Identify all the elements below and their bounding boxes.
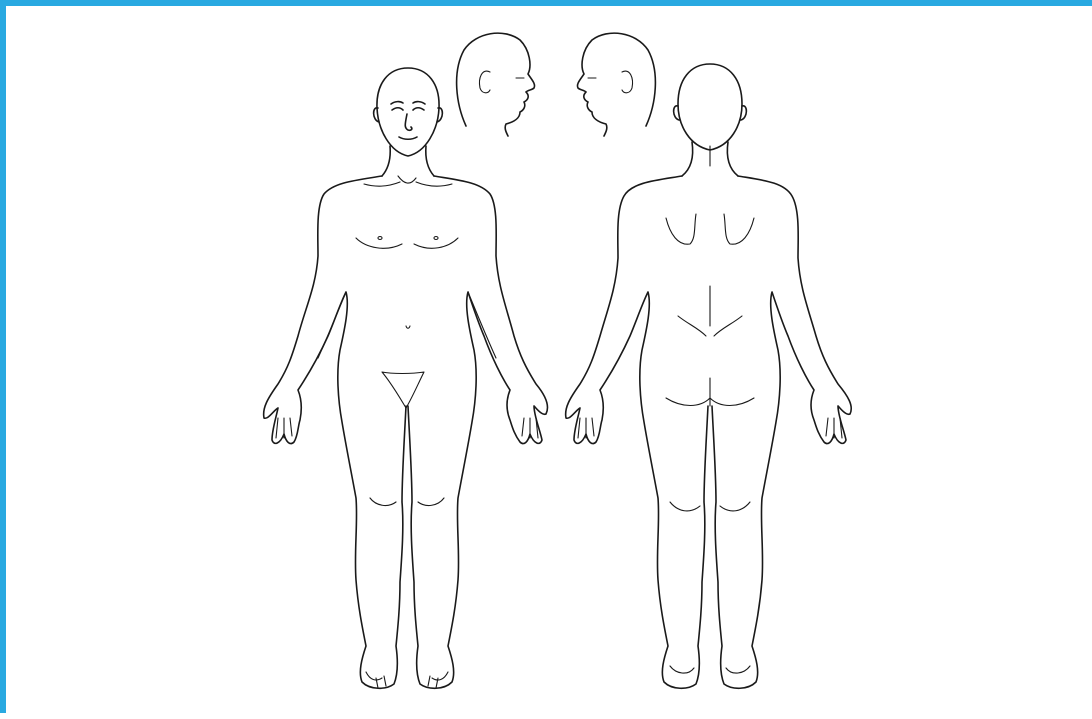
back-right-fingers: [826, 418, 842, 438]
back-right-heel: [726, 666, 750, 673]
body-chart-diagram: [6, 6, 1092, 719]
back-lower-right: [714, 316, 742, 336]
front-left-side: [264, 176, 406, 688]
profile-left-head: [577, 33, 655, 136]
front-head-outline: [377, 68, 439, 156]
profile-right-ear: [479, 71, 490, 93]
back-neck-right: [727, 142, 738, 176]
front-left-toes: [366, 672, 386, 688]
front-right-toes: [428, 672, 448, 688]
front-right-side: [408, 176, 548, 688]
back-scapula-left: [666, 214, 696, 244]
back-scapula-right: [724, 214, 754, 244]
right-head-profile: [457, 33, 535, 136]
profile-left-ear: [622, 71, 633, 93]
left-head-profile: [577, 33, 655, 136]
front-navel: [406, 326, 410, 328]
back-left-knee: [670, 502, 700, 511]
back-neck-left: [682, 142, 693, 176]
back-head-outline: [678, 64, 742, 150]
front-face: [391, 102, 425, 140]
posterior-body-view: [566, 64, 852, 688]
anterior-body-view: [264, 68, 548, 688]
front-left-inner-arm: [318, 292, 346, 358]
front-neck-right: [426, 146, 434, 176]
front-groin: [382, 372, 424, 408]
front-left-knee: [370, 498, 396, 505]
front-clavicle-right: [416, 182, 452, 186]
front-right-knee: [418, 498, 444, 505]
back-right-side: [712, 176, 851, 688]
front-nipple-left: [378, 237, 382, 240]
back-left-fingers: [578, 418, 594, 438]
front-nipple-right: [434, 237, 438, 240]
front-right-inner-arm: [468, 292, 496, 358]
profile-right-head: [457, 33, 535, 136]
front-right-fingers: [522, 418, 538, 438]
front-neck-left: [382, 146, 390, 176]
front-left-fingers: [276, 418, 292, 438]
back-left-heel: [670, 666, 694, 673]
back-left-side: [566, 176, 708, 688]
back-lower-left: [678, 316, 706, 336]
back-right-knee: [720, 502, 750, 511]
front-clavicle-left: [364, 182, 400, 186]
front-neck-notch: [398, 176, 416, 183]
